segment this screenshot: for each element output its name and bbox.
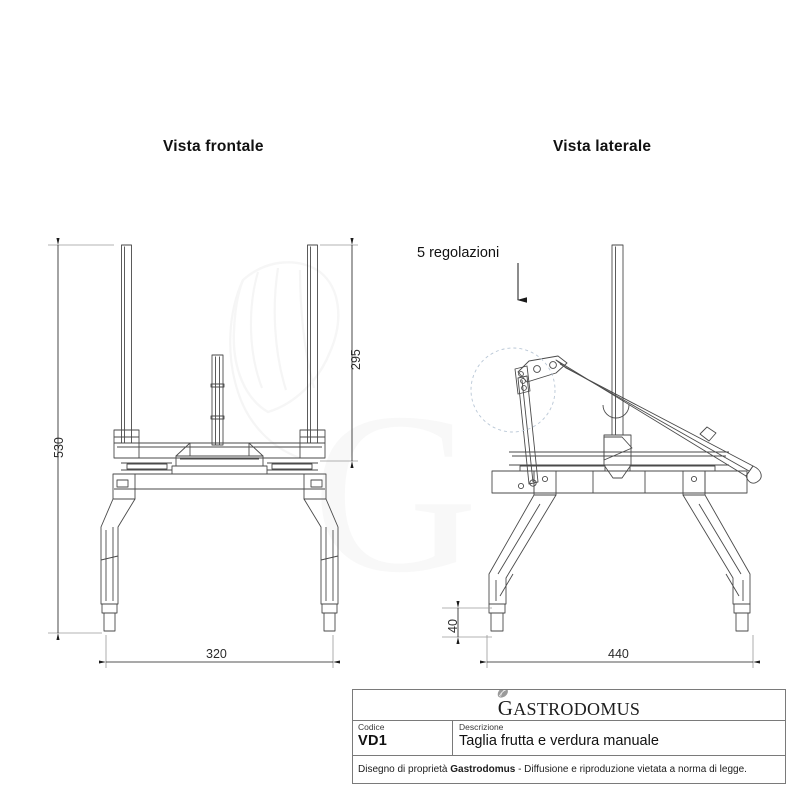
- detail-callout-circle: [470, 347, 556, 433]
- regolazioni-callout-label: 5 regolazioni: [417, 245, 500, 261]
- brand-logo: GASTRODOMUS: [497, 690, 641, 720]
- leaf-icon: [497, 690, 508, 698]
- title-block-copyright-row: Disegno di proprietà Gastrodomus - Diffu…: [353, 756, 785, 783]
- front-view-title: Vista frontale: [163, 138, 264, 155]
- dimension-label-height-upper: 295: [349, 349, 363, 370]
- side-view-title: Vista laterale: [553, 138, 652, 155]
- field-codice-caption: Codice: [358, 722, 385, 732]
- dimension-label-height-total: 530: [52, 437, 66, 458]
- title-block: GASTRODOMUS Codice VD1 Descrizione Tagli…: [352, 689, 786, 784]
- brand-logo-text: GASTRODOMUS: [498, 698, 641, 719]
- watermark-logo: G: [229, 261, 478, 620]
- front-view-geometry: [100, 244, 339, 632]
- copyright-prefix: Disegno di proprietà: [358, 764, 451, 775]
- copyright-suffix: - Diffusione e riproduzione vietata a no…: [515, 764, 747, 775]
- svg-text:G: G: [312, 365, 478, 620]
- field-descrizione: Descrizione Taglia frutta e verdura manu…: [453, 721, 785, 755]
- dimension-label-width-front: 320: [206, 647, 227, 661]
- dimension-label-depth-side: 440: [608, 647, 629, 661]
- side-view-geometry: [488, 244, 762, 632]
- title-block-logo-row: GASTRODOMUS: [353, 690, 785, 721]
- field-codice-value: VD1: [358, 733, 388, 750]
- field-descrizione-value: Taglia frutta e verdura manuale: [459, 733, 659, 750]
- brand-logo-initial: G: [497, 696, 514, 720]
- field-codice: Codice VD1: [353, 721, 453, 755]
- brand-logo-rest: ASTRODOMUS: [513, 699, 641, 719]
- dimension-label-foot-height: 40: [446, 619, 460, 633]
- title-block-fields-row: Codice VD1 Descrizione Taglia frutta e v…: [353, 721, 785, 756]
- copyright-note: Disegno di proprietà Gastrodomus - Diffu…: [358, 764, 747, 775]
- copyright-brand: Gastrodomus: [450, 764, 516, 775]
- dimension-lines: [48, 237, 761, 668]
- field-descrizione-caption: Descrizione: [459, 722, 504, 732]
